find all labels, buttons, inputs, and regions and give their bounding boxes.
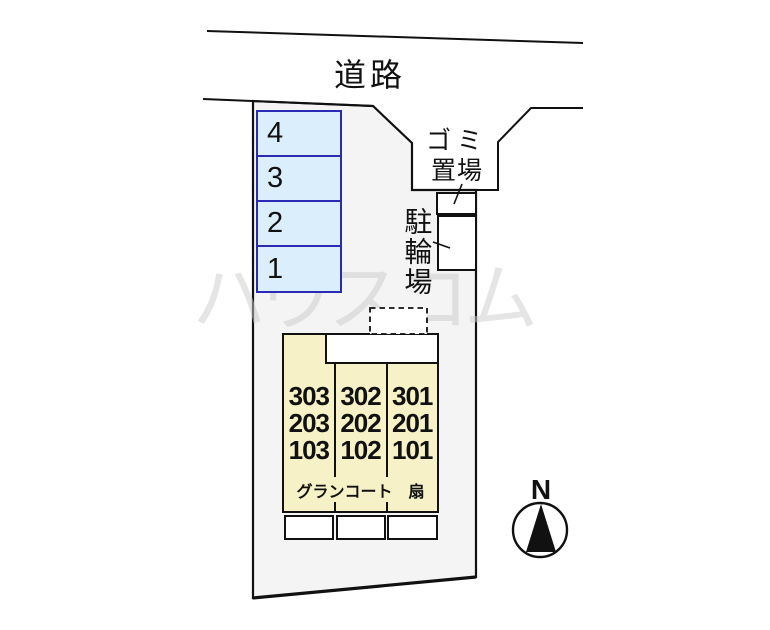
balcony — [336, 515, 386, 540]
room-number: 201 — [391, 408, 433, 438]
garbage-label-line2: 置場 — [430, 157, 483, 185]
neighbor-boundary-line — [476, 107, 583, 191]
bicycle-box — [437, 215, 477, 271]
room-number-grid: 303 302 301 203 202 201 103 102 101 — [283, 383, 438, 464]
parking-space-number: 4 — [267, 117, 284, 149]
parking-space-1: 1 — [256, 245, 342, 293]
compass-needle-icon — [526, 504, 556, 552]
site-bottom-edge — [252, 575, 477, 600]
building-name-label: グランコート 扇 — [296, 484, 425, 501]
room-row: 203 202 201 — [283, 410, 438, 437]
parking-space-3: 3 — [256, 155, 342, 202]
parking-space-2: 2 — [256, 200, 342, 247]
room-number: 202 — [340, 408, 381, 438]
entry-approach-dashed-box — [369, 307, 428, 335]
entrance-porch — [325, 333, 439, 364]
road-edge-line-top — [206, 30, 584, 44]
parking-space-number: 2 — [267, 207, 284, 239]
garbage-label-line1: ゴミ — [425, 127, 488, 155]
parking-space-4: 4 — [256, 110, 342, 157]
room-number: 203 — [288, 408, 330, 438]
garbage-area-label: ゴミ 置場 — [424, 126, 490, 186]
road-edge-line-bottom — [202, 98, 374, 107]
room-number: 102 — [340, 435, 381, 465]
balcony — [284, 515, 334, 540]
room-number: 101 — [391, 435, 433, 465]
room-number: 302 — [340, 381, 381, 411]
road-label: 道路 — [334, 57, 407, 93]
bicycle-area-label: 駐輪場 — [401, 207, 433, 297]
balcony — [387, 515, 438, 540]
parking-space-number: 1 — [267, 252, 284, 285]
garbage-leader-line — [453, 183, 463, 205]
room-number: 303 — [288, 381, 330, 411]
room-number: 301 — [391, 381, 433, 411]
watermark-text: ハウスコム — [192, 257, 534, 340]
bicycle-leader-line — [432, 241, 451, 249]
room-number: 103 — [288, 435, 330, 465]
north-label: N — [530, 474, 552, 505]
parking-space-number: 3 — [267, 162, 284, 194]
room-row: 303 302 301 — [283, 383, 438, 410]
garbage-box — [436, 192, 477, 215]
room-row: 103 102 101 — [283, 437, 438, 464]
